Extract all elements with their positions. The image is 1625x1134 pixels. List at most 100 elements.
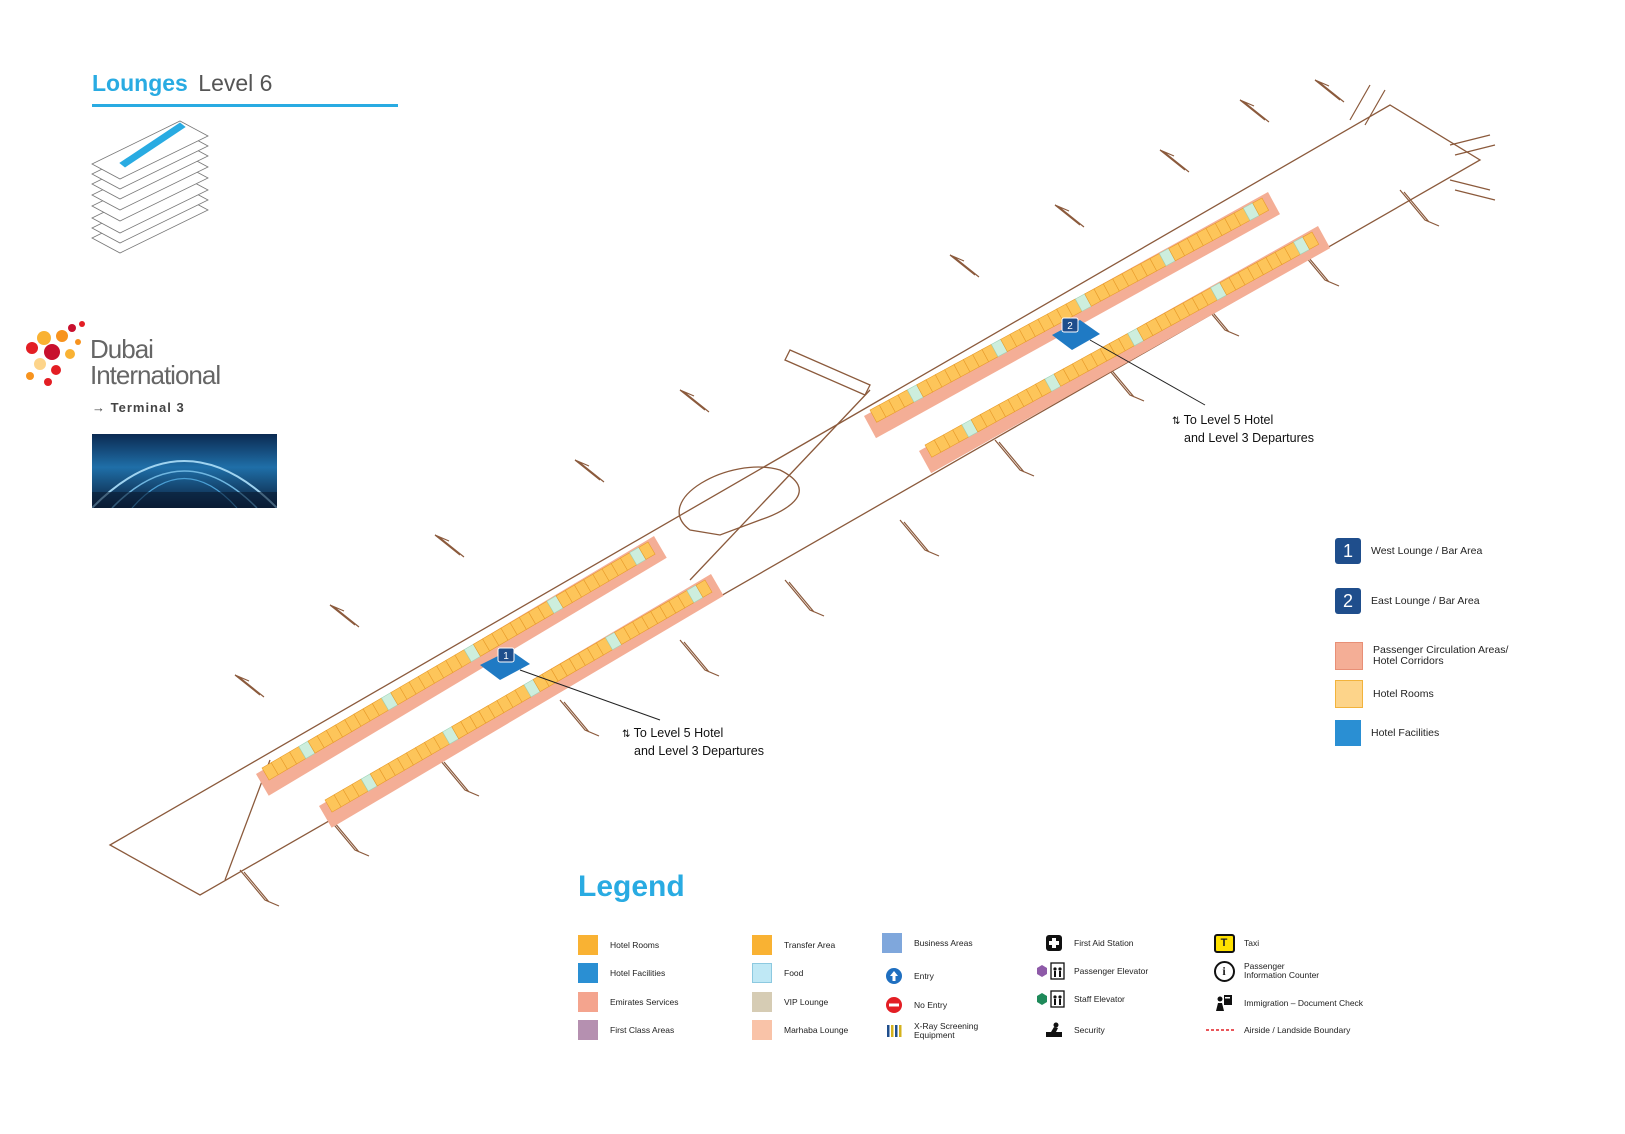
legend-first-class: First Class Areas xyxy=(578,1020,674,1040)
legend-business-areas: Business Areas xyxy=(882,933,973,953)
side-legend-circulation: Passenger Circulation Areas/Hotel Corrid… xyxy=(1335,642,1508,670)
side-legend-hotel-rooms: Hotel Rooms xyxy=(1335,680,1434,708)
legend-hotel-rooms: Hotel Rooms xyxy=(578,935,659,955)
legend-first-aid: First Aid Station xyxy=(1042,933,1134,953)
side-legend-hotel-facilities: Hotel Facilities xyxy=(1335,720,1439,746)
hotel-room xyxy=(1302,231,1320,250)
immigration-icon xyxy=(1212,993,1236,1013)
gate-top-6 xyxy=(679,389,710,413)
lounge-marker-2[interactable]: 2 xyxy=(1052,317,1100,350)
iso-stack-icon xyxy=(91,120,209,254)
legend-hotel-facilities: Hotel Facilities xyxy=(578,963,665,983)
gate-bottom-4 xyxy=(1104,364,1145,402)
staff-elevator-icon xyxy=(1036,989,1066,1009)
emirates-services-swatch xyxy=(578,992,598,1012)
brand-terminal: → Terminal 3 xyxy=(92,400,185,415)
legend-no-entry: No Entry xyxy=(882,995,947,1015)
brand-terminal-label: Terminal 3 xyxy=(110,400,185,415)
lounge-marker-1[interactable]: 1 xyxy=(480,647,530,680)
badge-1: 1 xyxy=(1335,538,1361,564)
terminal-photo xyxy=(92,434,277,508)
gate-bottom-7 xyxy=(784,579,825,617)
transfer-area-swatch xyxy=(752,935,772,955)
central-pier xyxy=(784,349,871,396)
legend-passenger-elevator: Passenger Elevator xyxy=(1036,961,1148,981)
legend-title: Legend xyxy=(578,870,685,903)
gate-top-5 xyxy=(949,254,980,278)
hotel-rooms-swatch xyxy=(1335,680,1363,708)
gate-bottom-8 xyxy=(679,639,720,677)
food-swatch xyxy=(752,963,772,983)
hotel-facilities-swatch xyxy=(1335,720,1361,746)
side-legend-east-lounge: 2 East Lounge / Bar Area xyxy=(1335,588,1480,614)
gate-bottom-9 xyxy=(559,699,600,737)
concourse-outline xyxy=(108,104,1482,896)
brand-name-line1: Dubai xyxy=(90,334,154,364)
callout-leader-2 xyxy=(1089,339,1206,406)
legend-transfer-area: Transfer Area xyxy=(752,935,835,955)
gate-top-3 xyxy=(1159,149,1190,173)
gate-bottom-10 xyxy=(439,759,480,797)
legend-immigration: Immigration – Document Check xyxy=(1212,993,1363,1013)
info-icon: i xyxy=(1212,960,1236,982)
passenger-elevator-icon xyxy=(1036,961,1066,981)
callout-label-east: ⇅ To Level 5 Hotel and Level 3 Departure… xyxy=(1172,413,1314,445)
arrow-right-icon: → xyxy=(92,400,106,415)
legend-vip-lounge: VIP Lounge xyxy=(752,992,828,1012)
gate-tip-3 xyxy=(1449,179,1496,201)
central-loop xyxy=(678,466,800,536)
gate-bottom-5 xyxy=(994,439,1035,477)
entry-arrow-icon xyxy=(882,966,906,986)
title-underline xyxy=(92,104,398,107)
gate-top-9 xyxy=(329,604,360,628)
hotel-room xyxy=(695,579,713,598)
marker-1-label: 1 xyxy=(503,651,509,662)
page-title: Lounges Level 6 xyxy=(92,70,398,107)
gate-tip-1 xyxy=(1349,84,1386,126)
gate-top-8 xyxy=(434,534,465,558)
no-entry-icon xyxy=(882,995,906,1015)
callout-leader-1 xyxy=(519,669,661,721)
legend-boundary: Airside / Landside Boundary xyxy=(1206,1020,1350,1040)
legend-emirates-services: Emirates Services xyxy=(578,992,679,1012)
hotel-room xyxy=(638,541,656,560)
hotel-facilities-swatch xyxy=(578,963,598,983)
boundary-line-icon xyxy=(1206,1020,1236,1040)
terminal-outline xyxy=(108,104,1482,896)
callout-label-west: ⇅ To Level 5 Hotel and Level 3 Departure… xyxy=(622,726,764,758)
taxi-icon: T xyxy=(1212,933,1236,953)
security-icon xyxy=(1042,1020,1066,1040)
legend-food: Food xyxy=(752,963,803,983)
page-title-main: Lounges xyxy=(92,70,188,96)
marhaba-lounge-swatch xyxy=(752,1020,772,1040)
gate-bottom-6 xyxy=(899,519,940,557)
gate-top-7 xyxy=(574,459,605,483)
gate-bottom-1 xyxy=(1399,189,1440,227)
gate-bottom-11 xyxy=(329,819,370,857)
gate-tip-2 xyxy=(1449,134,1496,156)
gate-bottom-12 xyxy=(239,869,280,907)
first-class-swatch xyxy=(578,1020,598,1040)
legend-marhaba-lounge: Marhaba Lounge xyxy=(752,1020,848,1040)
side-legend-west-lounge: 1 West Lounge / Bar Area xyxy=(1335,538,1482,564)
gate-top-1 xyxy=(1314,79,1345,103)
elevator-icon: ⇅ xyxy=(622,729,631,740)
hotel-rooms-swatch xyxy=(578,935,598,955)
hotel-room xyxy=(1252,197,1270,216)
legend-staff-elevator: Staff Elevator xyxy=(1036,989,1125,1009)
vip-lounge-swatch xyxy=(752,992,772,1012)
elevator-icon: ⇅ xyxy=(1172,416,1181,427)
brand-name: Dubai International xyxy=(90,334,221,390)
gate-top-4 xyxy=(1054,204,1085,228)
dubai-logo-mark xyxy=(26,321,85,386)
first-aid-icon xyxy=(1042,933,1066,953)
marker-2-label: 2 xyxy=(1067,321,1073,332)
brand-name-line2: International xyxy=(90,360,221,390)
legend-security: Security xyxy=(1042,1020,1105,1040)
business-areas-swatch xyxy=(882,933,902,953)
badge-2: 2 xyxy=(1335,588,1361,614)
xray-icon xyxy=(882,1021,906,1041)
